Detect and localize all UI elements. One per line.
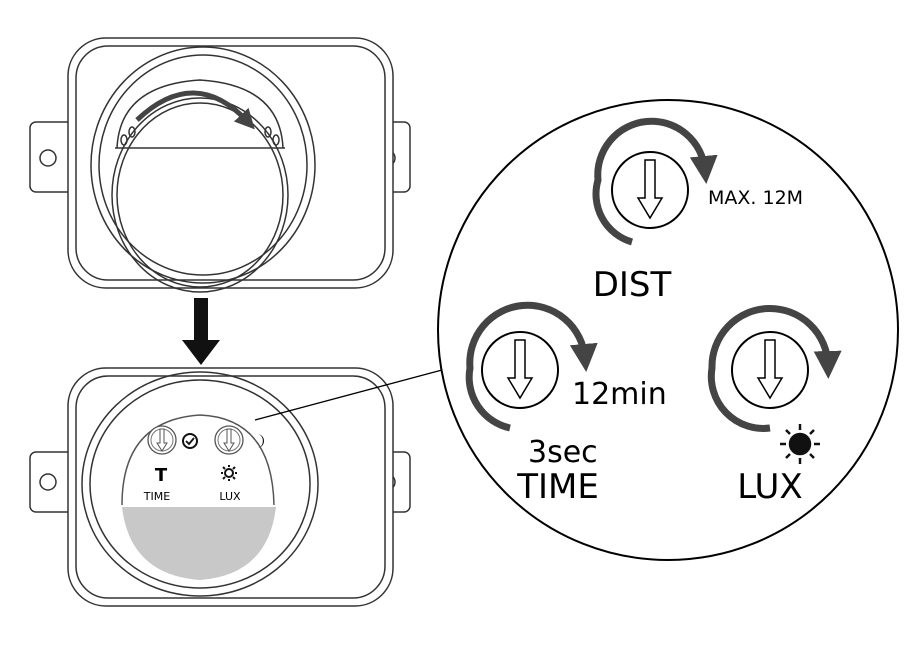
clock-check-icon — [182, 433, 198, 449]
time-label-small: TIME — [143, 490, 170, 503]
lux-label-small: LUX — [219, 490, 241, 503]
time-label: TIME — [516, 467, 599, 507]
moon-icon — [257, 433, 265, 448]
time-knob-small[interactable] — [147, 425, 177, 455]
dist-label: DIST — [593, 265, 672, 305]
down-arrow-icon — [182, 298, 220, 365]
lux-label: LUX — [737, 467, 802, 507]
sensor-device-open — [29, 367, 411, 607]
time-knob[interactable] — [481, 331, 559, 409]
time-rotation-arrow — [465, 301, 598, 432]
time-max-label: 12min — [572, 377, 667, 412]
lux-knob[interactable] — [731, 331, 809, 409]
dist-rotation-arrow — [592, 117, 718, 246]
dist-max-label: MAX. 12M — [708, 187, 803, 209]
time-min-label: 3sec — [528, 435, 598, 470]
lux-rotation-arrow — [707, 305, 842, 432]
sun-icon-large — [780, 424, 820, 464]
sensor-device-front — [29, 37, 411, 293]
time-symbol: T — [155, 465, 168, 486]
lux-knob-small[interactable] — [214, 425, 244, 455]
callout-line — [254, 369, 443, 421]
dist-knob[interactable] — [611, 151, 689, 229]
sun-icon — [221, 465, 237, 481]
